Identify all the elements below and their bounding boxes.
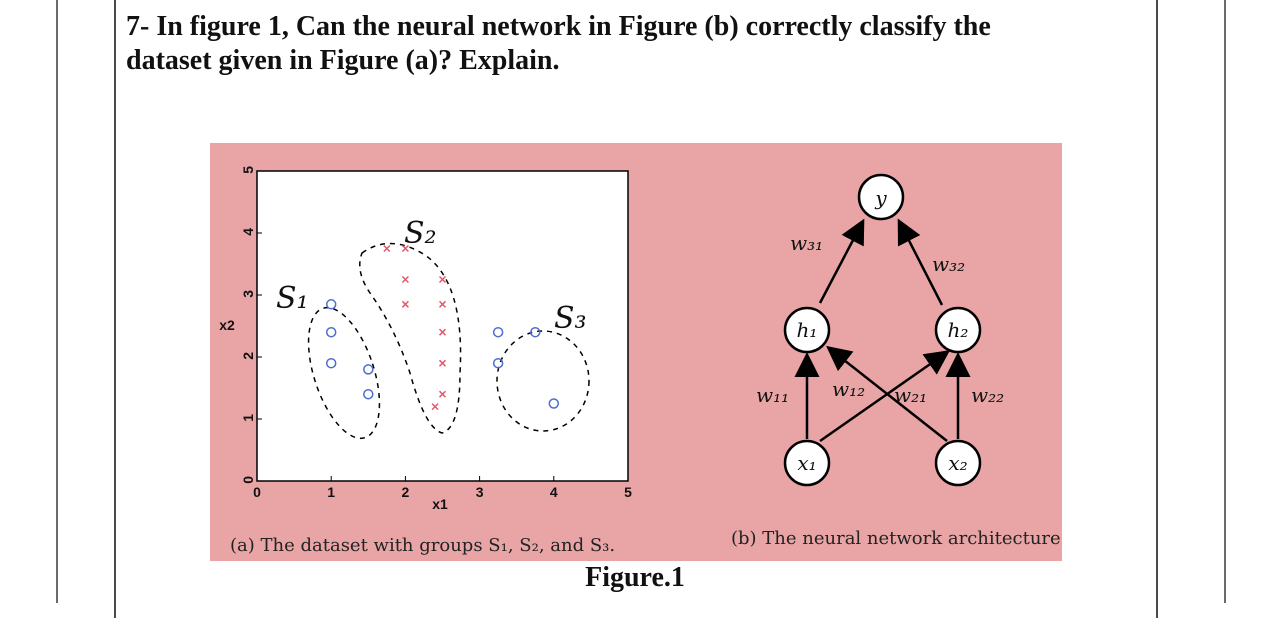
x-tick-label: 4: [550, 484, 558, 500]
circle-point: [492, 357, 504, 369]
circle-point: [325, 326, 337, 338]
circle-point: [363, 388, 374, 400]
edge-x1-h2: [819, 350, 951, 443]
y-tick-label: 4: [240, 228, 256, 236]
plot-area: [256, 170, 629, 482]
network-diagram: y h₁ h₂ x₁ x₂ w₃₁ w₃₂ w₁₁ w₁₂ w₂₁ w₂₂: [756, 173, 1004, 487]
page-frame: [114, 0, 1158, 618]
y-tick-label: 1: [240, 414, 256, 422]
node-h2: [934, 306, 982, 354]
caption-a: (a) The dataset with groups S₁, S₂, and …: [230, 535, 616, 556]
y-tick-label: 0: [240, 476, 256, 484]
node-h2-label: h₂: [948, 318, 969, 342]
cross-point: [401, 275, 409, 284]
group-label-s3: S₃: [554, 301, 587, 336]
edge-h1-y: [818, 218, 865, 304]
node-h1-label: h₁: [797, 318, 818, 342]
caption-b: (b) The neural network architecture: [731, 528, 1061, 549]
cross-point: [438, 390, 447, 398]
y-tick-label: 5: [240, 166, 256, 174]
weight-w22: w₂₂: [971, 383, 1004, 407]
y-tick-label: 3: [240, 290, 256, 298]
circle-point: [530, 326, 541, 338]
weight-w32: w₃₂: [932, 252, 965, 276]
data-points: [325, 244, 560, 411]
scatter-plot: 0 1 2 3 4 5 0 1 2 3 4 5 x1 x2 S₁ S₂ S₃: [219, 166, 632, 512]
cross-point: [438, 275, 447, 284]
cross-point: [401, 300, 409, 308]
weight-w11: w₁₁: [756, 383, 789, 407]
node-x2-label: x₂: [948, 451, 967, 475]
circle-point: [325, 299, 337, 310]
x-tick-label: 1: [327, 484, 335, 500]
weight-w21: w₂₁: [894, 383, 927, 407]
y-axis-label: x2: [219, 317, 235, 333]
axis-ticks: 0 1 2 3 4 5 0 1 2 3 4 5: [240, 166, 632, 500]
edge-h2-y: [897, 218, 944, 306]
node-y-label: y: [874, 186, 887, 210]
figure-label: Figure.1: [585, 562, 685, 593]
cross-point: [438, 300, 447, 308]
node-y: [857, 173, 905, 221]
group-label-s1: S₁: [276, 281, 309, 316]
cross-point: [438, 359, 447, 367]
x-axis-label: x1: [432, 496, 448, 512]
circle-point: [325, 357, 337, 369]
group-s3-outline: [496, 330, 590, 432]
group-s1-outline: [307, 306, 381, 440]
question-line-1: 7- In figure 1, Can the neural network i…: [126, 11, 991, 42]
outer-border-left: [56, 0, 58, 603]
outer-border-right: [1224, 0, 1226, 603]
edge-x2-h1: [826, 345, 948, 442]
cross-point: [401, 244, 409, 253]
x-tick-label: 2: [402, 484, 410, 500]
node-x1: [783, 439, 831, 487]
cross-point: [383, 244, 391, 253]
cross-point: [431, 403, 439, 411]
group-label-s2: S₂: [404, 216, 437, 251]
weight-w31: w₃₁: [790, 231, 823, 255]
node-x2: [934, 439, 982, 487]
node-x1-label: x₁: [797, 451, 816, 475]
circle-point: [548, 398, 560, 409]
x-tick-label: 3: [476, 484, 484, 500]
y-tick-label: 2: [240, 352, 256, 360]
question-text: 7- In figure 1, Can the neural network i…: [126, 10, 1106, 78]
question-line-2: dataset given in Figure (a)? Explain.: [126, 45, 560, 76]
node-h1: [783, 306, 831, 354]
figure-svg: 0 1 2 3 4 5 0 1 2 3 4 5 x1 x2 S₁ S₂ S₃ y: [219, 166, 1004, 512]
circle-point: [492, 326, 504, 338]
circle-point: [363, 364, 374, 375]
weight-w12: w₁₂: [832, 377, 865, 401]
figure-panel: 0 1 2 3 4 5 0 1 2 3 4 5 x1 x2 S₁ S₂ S₃ y: [210, 143, 1062, 561]
x-tick-label: 0: [253, 484, 261, 500]
cross-point: [438, 328, 447, 336]
x-tick-label: 5: [624, 484, 632, 500]
